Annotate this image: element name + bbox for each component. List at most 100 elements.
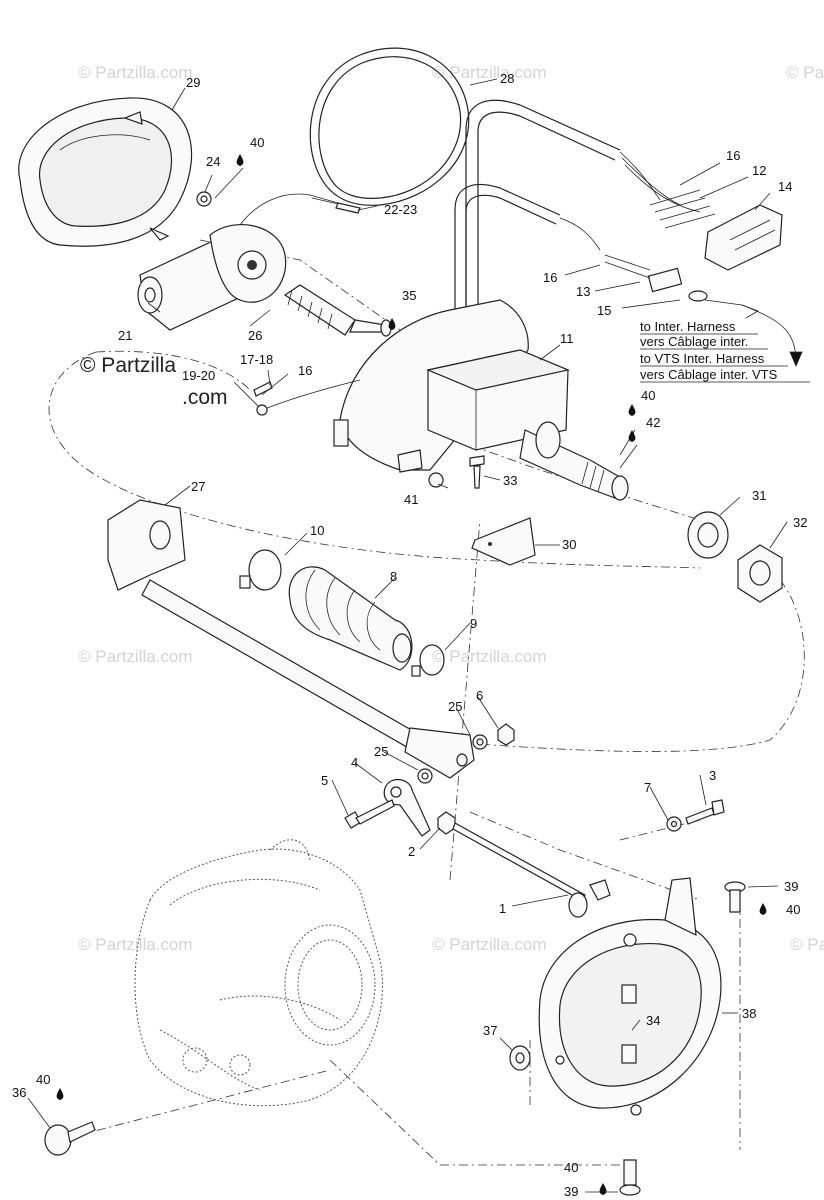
part-5-bolt[interactable] [344,799,395,829]
watermark-main-line2: .com [182,386,228,409]
callout-40: 40 [786,902,800,917]
watermark: © Partzilla.com [790,935,824,954]
callout-31: 31 [752,488,766,503]
callout-38: 38 [742,1006,756,1021]
callout-39: 39 [784,879,798,894]
oil-drop-icon [628,404,636,416]
harness-tubes [454,99,701,340]
part-12-pins[interactable] [649,189,716,229]
part-27-shaft[interactable] [107,499,475,779]
callout-40: 40 [36,1072,50,1087]
watermark: © Partzilla.com [432,647,547,666]
callout-37: 37 [483,1023,497,1038]
note-inter-harness-fr: vers Câblage inter. [640,334,748,349]
part-7-washer[interactable] [666,816,682,832]
part-31-washer[interactable] [687,511,729,559]
callout-35: 35 [402,288,416,303]
part-14-connector[interactable] [704,204,783,271]
part-10-clamp[interactable] [239,549,282,591]
callout-36: 36 [12,1085,26,1100]
part-25-washer-b[interactable] [417,768,433,784]
callout-8: 8 [390,569,397,584]
oil-drop-icon [599,1183,607,1195]
note-vts-harness-fr: vers Câblage inter. VTS [640,367,778,382]
oil-drop-icon [759,903,767,915]
callout-labels: 29 40 24 28 22-23 16 12 14 16 13 15 21 2… [12,71,807,1199]
note-inter-harness-en: to Inter. Harness [640,319,736,334]
part-24-nut[interactable] [196,191,212,207]
part-6-nut[interactable] [497,723,515,746]
part-9-clamp[interactable] [411,644,445,677]
part-28-cable-loop[interactable] [309,47,470,206]
oil-drop-icon [388,318,396,330]
callout-16: 16 [298,363,312,378]
harness-notes: to Inter. Harness vers Câblage inter. to… [640,304,810,383]
part-4-rod-end[interactable] [383,779,431,837]
watermark: © Partzilla.com [78,935,193,954]
part-26-worm-gear[interactable] [283,284,392,337]
part-3-bolt[interactable] [685,799,725,825]
callout-15: 15 [597,303,611,318]
part-36-bolt[interactable] [44,1121,96,1156]
callout-28: 28 [500,71,514,86]
part-29-reverse-gate[interactable] [18,97,193,247]
callout-1: 1 [499,901,506,916]
part-39-bolt-bottom[interactable] [619,1159,641,1196]
callout-19-20: 19-20 [182,368,215,383]
callout-13: 13 [576,284,590,299]
callout-22-23: 22-23 [384,202,417,217]
callout-24: 24 [206,154,220,169]
callout-25: 25 [448,699,462,714]
callout-34: 34 [646,1013,660,1028]
note-vts-harness-en: to VTS Inter. Harness [640,351,765,366]
callout-14: 14 [778,179,792,194]
callout-4: 4 [351,755,358,770]
part-30-bracket[interactable] [471,517,536,566]
part-13-15-connector[interactable] [604,254,708,302]
part-8-boot[interactable] [288,566,413,671]
callout-12: 12 [752,163,766,178]
callout-9: 9 [470,616,477,631]
part-41-nut[interactable] [428,472,444,488]
part-22-23-wires[interactable] [311,197,361,214]
callout-21: 21 [118,328,132,343]
callout-6: 6 [476,688,483,703]
callout-41: 41 [404,492,418,507]
callout-40: 40 [250,135,264,150]
callout-7: 7 [644,780,651,795]
callout-39: 39 [564,1184,578,1199]
part-2-nut[interactable] [437,811,456,835]
part-1-rod[interactable] [452,822,611,918]
callout-26: 26 [248,328,262,343]
part-32-nut[interactable] [737,544,783,603]
callout-27: 27 [191,479,205,494]
pump-housing-ghost [134,839,383,1107]
callout-10: 10 [310,523,324,538]
part-33-screw[interactable] [469,455,485,489]
callout-25: 25 [374,744,388,759]
part-39-bolt-top[interactable] [724,881,746,913]
watermark: © Partzilla.com [78,647,193,666]
part-25-washer-a[interactable] [472,734,488,750]
callout-40: 40 [564,1160,578,1175]
callout-16: 16 [543,270,557,285]
watermark: © Partzilla.com [432,63,547,82]
callout-11: 11 [560,331,574,346]
callout-2: 2 [408,844,415,859]
callout-3: 3 [709,768,716,783]
lubricant-drops [56,154,767,1195]
watermark: © Partzilla.com [78,63,193,82]
callout-5: 5 [321,773,328,788]
part-37-grommet[interactable] [509,1045,531,1071]
callout-32: 32 [793,515,807,530]
callout-40: 40 [641,388,655,403]
oil-drop-icon [236,154,244,166]
part-17-20-bolts[interactable] [253,379,361,416]
part-38-housing[interactable] [538,877,722,1116]
part-11-actuator[interactable] [333,299,629,501]
part-21-motor[interactable] [137,193,346,331]
callout-42: 42 [646,415,660,430]
watermark: © Partzilla.com [786,63,824,82]
